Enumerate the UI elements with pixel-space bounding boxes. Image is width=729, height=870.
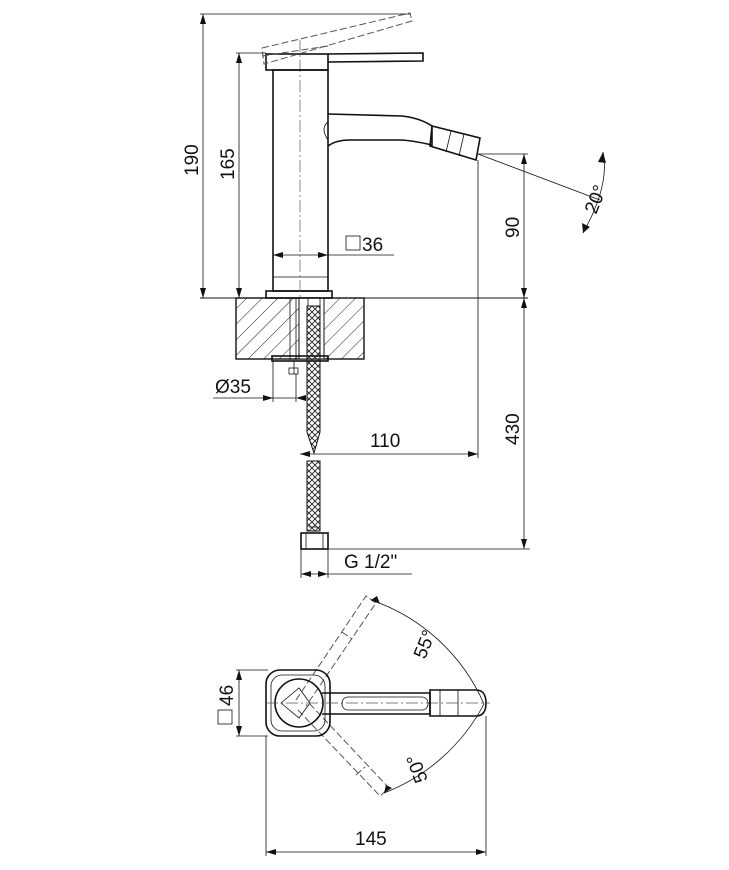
plan-view: 55° 50° 46 145 — [217, 595, 490, 856]
hole-diameter-label: Ø35 — [215, 377, 251, 398]
square-base-label: 46 — [217, 685, 238, 706]
hose-length-label: 430 — [503, 413, 524, 445]
total-length-label: 145 — [355, 829, 387, 850]
handle-lever — [327, 52, 424, 63]
faucet-body — [272, 69, 329, 292]
plan-aerator — [429, 689, 487, 717]
spray-angle-label: 20° — [581, 182, 611, 217]
side-elevation: 20° 190 165 36 90 — [182, 12, 611, 578]
cartridge-cap — [265, 53, 329, 71]
handle-ghost — [261, 12, 413, 65]
mounting-block — [235, 297, 365, 360]
body-height-label: 165 — [218, 148, 239, 180]
square-body-label: 36 — [362, 235, 383, 256]
hose-upper — [306, 305, 321, 455]
thread-label: G 1/2" — [344, 552, 397, 573]
spout-reach-label: 110 — [370, 431, 400, 452]
total-height-label: 190 — [182, 144, 203, 176]
spout-ghost-down — [297, 701, 390, 797]
aerator — [429, 124, 481, 162]
plan-spout — [322, 692, 431, 715]
spout-ghost-up — [295, 595, 377, 707]
spout — [327, 113, 433, 147]
hose-lower — [306, 460, 321, 532]
spout-height-label: 90 — [503, 217, 524, 238]
hose-nut — [300, 532, 329, 550]
fixing-washer — [271, 355, 329, 362]
rotation-up-label: 55° — [410, 627, 440, 662]
rotation-down-label: 50° — [403, 751, 433, 785]
rotation-arc-up — [370, 599, 485, 705]
faucet-base — [265, 290, 333, 299]
rotation-arc-down — [383, 703, 485, 794]
